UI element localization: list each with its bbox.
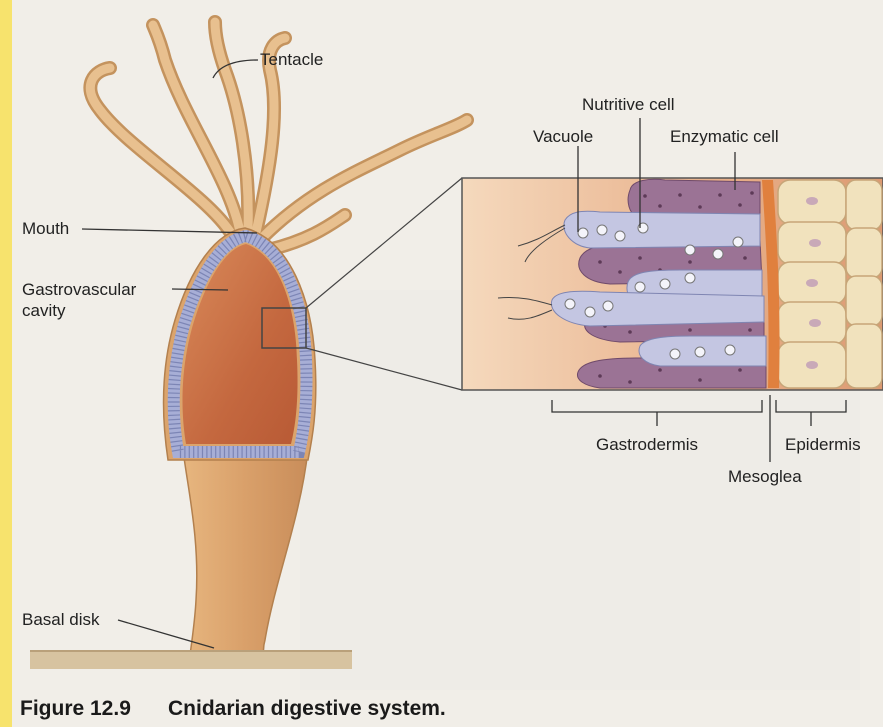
label-gastrovascular-line1: Gastrovascular	[22, 280, 137, 299]
caption-title: Cnidarian digestive system.	[168, 697, 446, 720]
ground	[30, 651, 352, 669]
caption-number: Figure 12.9	[20, 697, 131, 720]
epidermis-cells	[778, 180, 882, 388]
label-gastrovascular-line2: cavity	[22, 301, 66, 320]
label-basal-disk: Basal disk	[22, 610, 100, 629]
label-nutritive-cell: Nutritive cell	[582, 95, 675, 114]
label-mouth: Mouth	[22, 219, 69, 238]
label-gastrodermis: Gastrodermis	[596, 435, 698, 454]
label-enzymatic-cell: Enzymatic cell	[670, 127, 779, 146]
label-mesoglea: Mesoglea	[728, 467, 802, 486]
label-tentacle: Tentacle	[260, 50, 323, 69]
tissue-inset	[462, 178, 883, 390]
label-epidermis: Epidermis	[785, 435, 861, 454]
label-vacuole: Vacuole	[533, 127, 593, 146]
